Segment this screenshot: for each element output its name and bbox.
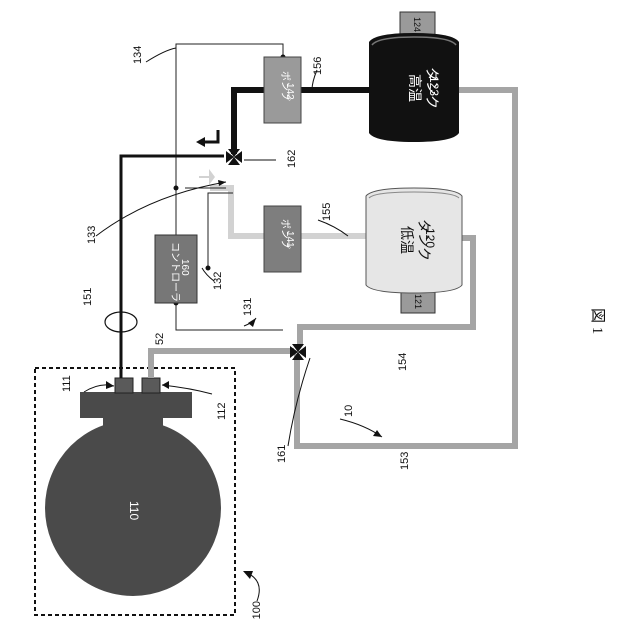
control-node-133 xyxy=(174,186,179,191)
label-155: 155 xyxy=(321,203,333,221)
cold-tank-name-1: 低温 xyxy=(399,226,415,254)
port-112 xyxy=(142,378,160,393)
label-132: 132 xyxy=(212,272,224,290)
arrowhead-111 xyxy=(106,381,114,389)
vessel-numeral: 110 xyxy=(127,501,141,520)
label-131: 131 xyxy=(242,298,254,316)
valve-162 xyxy=(226,149,242,165)
label-153: 153 xyxy=(399,452,411,470)
cold-flow-arrow xyxy=(199,169,215,185)
arrowhead-100 xyxy=(243,571,253,579)
arrowhead-131 xyxy=(248,318,256,327)
vessel-110 xyxy=(45,378,221,596)
hot-pipe-156 xyxy=(234,90,372,154)
valve-161 xyxy=(290,344,306,360)
label-162: 162 xyxy=(286,150,298,168)
label-10: 10 xyxy=(343,405,355,417)
label-111: 111 xyxy=(61,375,73,392)
label-156: 156 xyxy=(312,57,324,75)
port-111 xyxy=(115,378,133,393)
arrowhead-112 xyxy=(162,381,169,389)
figure-label: 図 1 xyxy=(589,308,606,334)
label-161: 161 xyxy=(276,445,288,463)
hot-tank-name-1: 高温 xyxy=(407,74,423,102)
control-line-131 xyxy=(176,303,283,330)
tank-124-numeral: 124 xyxy=(412,17,422,32)
pump-141-numeral: 141 xyxy=(284,231,295,248)
arrowhead-10 xyxy=(373,430,382,437)
label-133: 133 xyxy=(86,226,98,244)
label-154: 154 xyxy=(397,353,409,371)
hot-tank-numeral: 123 xyxy=(427,76,441,96)
tank-121-numeral: 121 xyxy=(413,294,423,309)
pump-142-numeral: 142 xyxy=(284,83,295,100)
label-134: 134 xyxy=(132,46,144,64)
control-node-132 xyxy=(206,266,211,271)
label-112: 112 xyxy=(216,402,228,420)
return-pipe-52 xyxy=(151,351,294,378)
cold-tank-numeral: 120 xyxy=(423,228,437,248)
label-52: 52 xyxy=(154,333,166,345)
label-151: 151 xyxy=(82,288,94,306)
controller-numeral: 160 xyxy=(179,259,190,276)
hot-flow-arrowhead xyxy=(196,137,205,147)
label-100: 100 xyxy=(251,601,263,619)
